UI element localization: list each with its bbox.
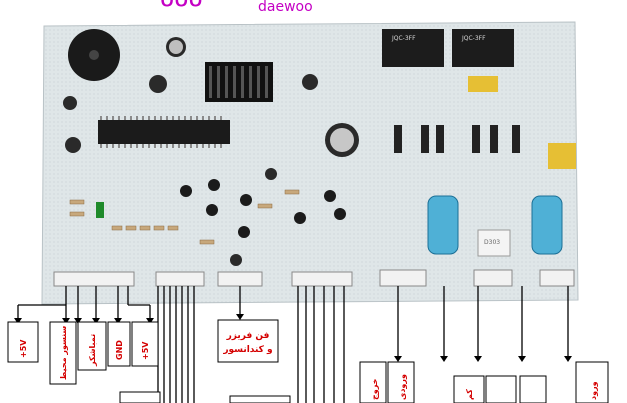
label-sensor-env: سنسور محيط — [59, 326, 68, 380]
x-capacitor — [548, 143, 576, 169]
connector-cn5 — [379, 269, 427, 287]
connector-cn3 — [217, 271, 263, 287]
sticker-text: D303 — [484, 239, 500, 246]
capacitor — [230, 254, 242, 266]
relay-1-text: JQC-3FF — [391, 35, 416, 42]
x-capacitor — [468, 76, 498, 92]
relay-2: JQC-3FF — [452, 29, 514, 67]
label-box-bottom-mid — [229, 395, 291, 403]
brand-logo: ააა daewoo — [160, 0, 313, 15]
sticker — [477, 229, 511, 257]
label-box-bottom-left — [119, 391, 161, 403]
label-out2: كم — [465, 389, 474, 400]
label-box-out1 — [359, 361, 387, 403]
capacitor — [65, 137, 81, 153]
label-box-fan — [217, 319, 279, 363]
varistor — [531, 195, 563, 255]
leader-lines — [17, 286, 569, 403]
label-box-sensor-env — [49, 321, 77, 385]
relay-1: JQC-3FF — [382, 29, 444, 67]
connector-cn6 — [473, 269, 513, 287]
label-box-out2 — [453, 375, 485, 403]
pcb-board: JQC-3FF JQC-3FF D303 — [41, 21, 579, 305]
capacitor — [63, 96, 77, 110]
microcontroller-chip — [98, 120, 230, 144]
label-box-in1 — [387, 361, 415, 403]
connector-cn1 — [53, 271, 135, 287]
capacitor — [149, 75, 167, 93]
label-box-in2a — [519, 375, 547, 403]
heatsink — [205, 62, 273, 102]
label-gnd: GND — [115, 340, 124, 360]
brand-logo-partial: ააა — [160, 0, 203, 13]
label-box-mid — [485, 375, 517, 403]
label-5v-right: +5V — [141, 341, 150, 360]
capacitor — [265, 168, 277, 180]
label-out1: خروج — [370, 378, 379, 400]
connector-cn4 — [291, 271, 353, 287]
capacitor — [302, 74, 318, 90]
label-boxes — [7, 319, 609, 403]
label-box-in2 — [575, 361, 609, 403]
label-sensor-tumblr: تمباشكر — [88, 334, 97, 367]
varistor — [427, 195, 459, 255]
relay-2-text: JQC-3FF — [461, 35, 486, 42]
label-5v-left: +5V — [19, 339, 28, 358]
label-in1: ورودی — [398, 374, 407, 400]
label-fan-line1: فن فريزر — [226, 331, 270, 341]
arrowheads — [14, 314, 572, 362]
led — [96, 202, 104, 218]
label-box-sensor-tumblr — [77, 321, 107, 371]
connector-cn2 — [155, 271, 205, 287]
label-box-gnd — [107, 321, 131, 367]
label-box-5v-right — [131, 321, 159, 367]
brand-name: daewoo — [258, 0, 313, 15]
label-box-5v-left — [7, 321, 39, 363]
label-fan-line2: و كندانسور — [222, 345, 272, 355]
label-in2: ورود — [589, 381, 598, 400]
connector-cn7 — [539, 269, 575, 287]
